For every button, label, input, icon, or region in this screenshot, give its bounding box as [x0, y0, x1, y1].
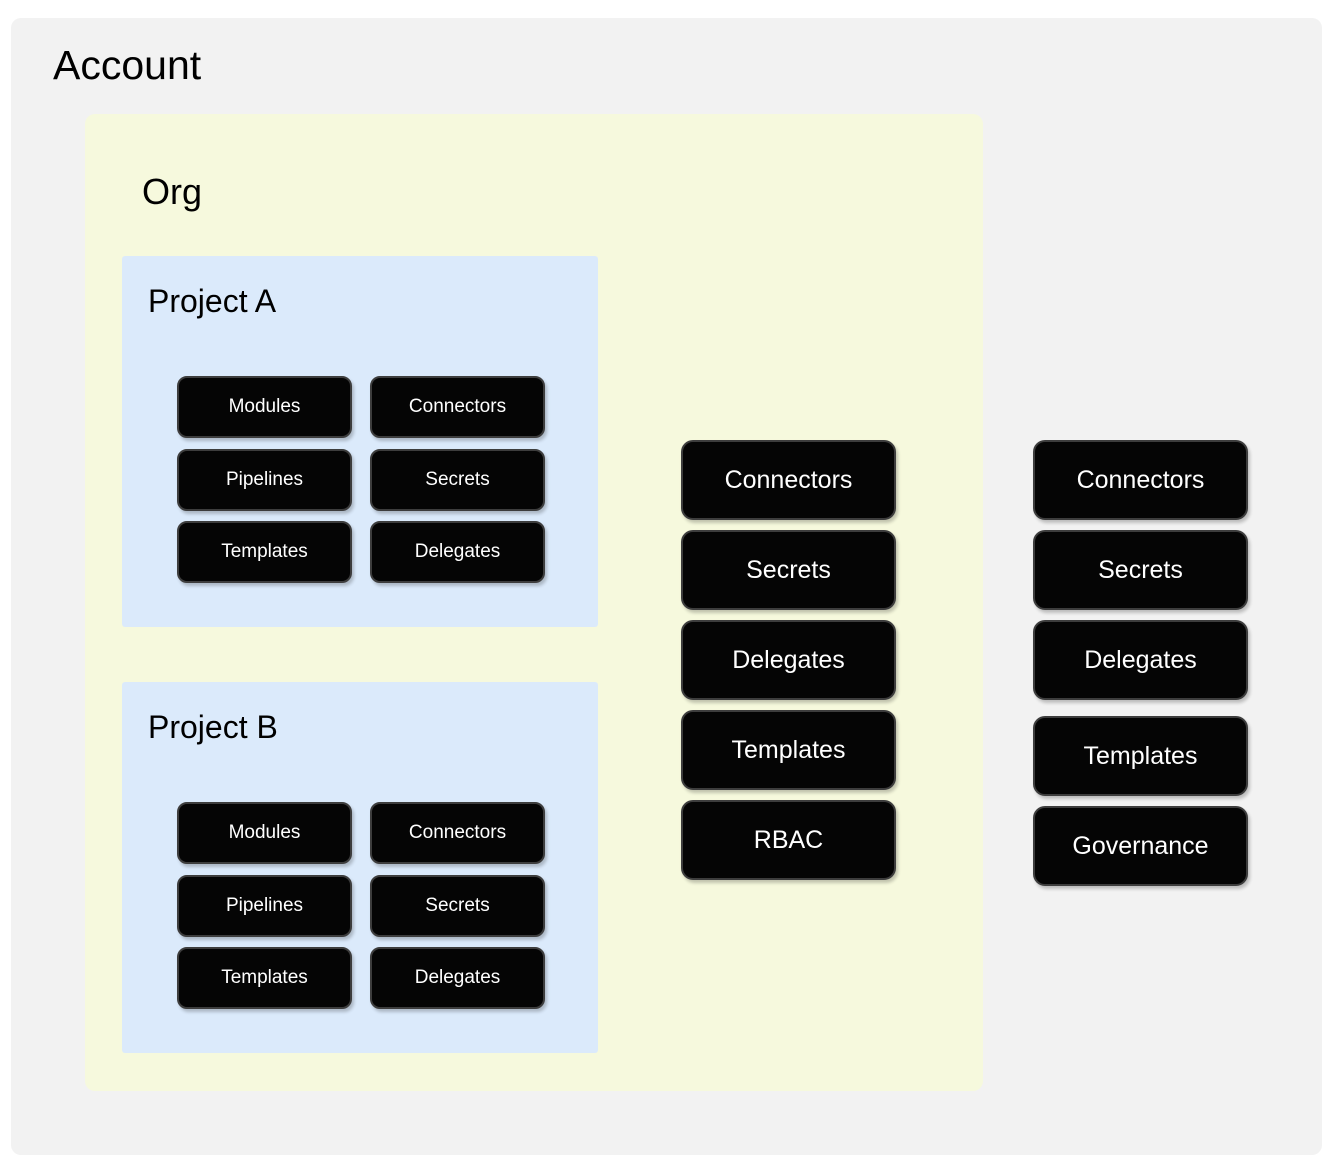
chip-label: Connectors — [408, 396, 507, 417]
chip-label: Delegates — [732, 645, 845, 674]
account-chip-governance[interactable]: Governance — [1033, 806, 1248, 886]
chip-label: Secrets — [1098, 555, 1183, 584]
account-scope-title: Account — [53, 42, 202, 88]
project-a-chip-connectors[interactable]: Connectors — [370, 376, 545, 438]
account-chip-secrets[interactable]: Secrets — [1033, 530, 1248, 610]
chip-label: Templates — [221, 967, 308, 988]
chip-label: Pipelines — [225, 895, 304, 916]
chip-label: Templates — [1083, 741, 1198, 770]
chip-label: Delegates — [414, 967, 501, 988]
chip-label: Secrets — [425, 469, 490, 490]
project-b-title: Project B — [148, 709, 278, 745]
chip-label: Templates — [731, 735, 846, 764]
chip-label: Connectors — [724, 465, 853, 494]
account-chip-templates[interactable]: Templates — [1033, 716, 1248, 796]
project-b-chip-delegates[interactable]: Delegates — [370, 947, 545, 1009]
org-chip-delegates[interactable]: Delegates — [681, 620, 896, 700]
project-a-chip-templates[interactable]: Templates — [177, 521, 352, 583]
org-chip-secrets[interactable]: Secrets — [681, 530, 896, 610]
account-chip-delegates[interactable]: Delegates — [1033, 620, 1248, 700]
chip-label: Delegates — [414, 541, 501, 562]
chip-label: Governance — [1072, 831, 1209, 860]
project-a-title: Project A — [148, 283, 277, 319]
project-a-chip-modules[interactable]: Modules — [177, 376, 352, 438]
project-a-chip-secrets[interactable]: Secrets — [370, 449, 545, 511]
project-b-chip-modules[interactable]: Modules — [177, 802, 352, 864]
org-chip-rbac[interactable]: RBAC — [681, 800, 896, 880]
project-b-chip-secrets[interactable]: Secrets — [370, 875, 545, 937]
project-b-chip-pipelines[interactable]: Pipelines — [177, 875, 352, 937]
account-chip-connectors[interactable]: Connectors — [1033, 440, 1248, 520]
chip-label: Secrets — [746, 555, 831, 584]
chip-label: Pipelines — [225, 469, 304, 490]
project-a-chip-pipelines[interactable]: Pipelines — [177, 449, 352, 511]
org-chip-templates[interactable]: Templates — [681, 710, 896, 790]
project-a-chip-delegates[interactable]: Delegates — [370, 521, 545, 583]
project-b-chip-connectors[interactable]: Connectors — [370, 802, 545, 864]
chip-label: Templates — [221, 541, 308, 562]
chip-label: Connectors — [1076, 465, 1205, 494]
chip-label: Connectors — [408, 822, 507, 843]
chip-label: RBAC — [753, 825, 824, 854]
project-b-chip-templates[interactable]: Templates — [177, 947, 352, 1009]
chip-label: Modules — [228, 822, 301, 843]
chip-label: Delegates — [1084, 645, 1197, 674]
chip-label: Secrets — [425, 895, 490, 916]
org-chip-connectors[interactable]: Connectors — [681, 440, 896, 520]
org-scope-title: Org — [142, 171, 203, 212]
chip-label: Modules — [228, 396, 301, 417]
